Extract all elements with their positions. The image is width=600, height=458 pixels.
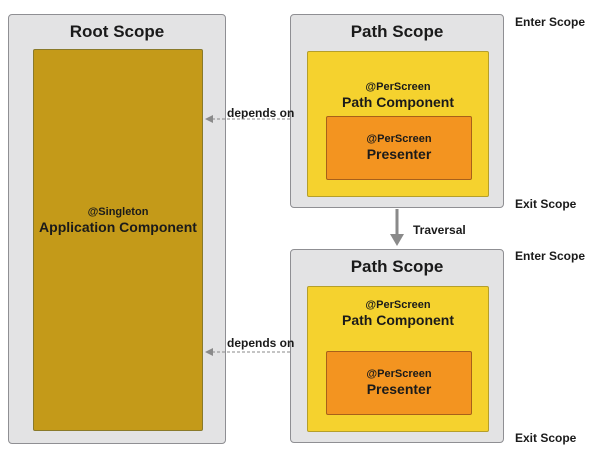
enter-scope-label-2: Enter Scope (515, 249, 586, 263)
path-component-2-annotation: @PerScreen (365, 299, 431, 311)
path-scope-1: Path Scope @PerScreen Path Component @Pe… (290, 14, 504, 208)
path-scope-2-title: Path Scope (350, 257, 444, 276)
application-component: @Singleton Application Component (33, 49, 203, 431)
root-scope: Root Scope @Singleton Application Compon… (8, 14, 226, 444)
presenter-2: @PerScreen Presenter (326, 351, 472, 415)
traversal-arrow (390, 209, 404, 246)
enter-scope-label-1: Enter Scope (515, 15, 586, 29)
depends-on-label-1: depends on (227, 106, 295, 120)
presenter-1-annotation: @PerScreen (366, 133, 432, 145)
application-component-annotation: @Singleton (87, 206, 149, 218)
exit-scope-label-2: Exit Scope (515, 431, 577, 445)
depends-on-arrow-2 (205, 348, 290, 356)
path-component-2-name: Path Component (342, 312, 454, 328)
application-component-name: Application Component (39, 219, 197, 235)
presenter-2-annotation: @PerScreen (366, 368, 432, 380)
path-component-1: @PerScreen Path Component @PerScreen Pre… (307, 51, 489, 197)
exit-scope-label-1: Exit Scope (515, 197, 577, 211)
path-component-1-annotation: @PerScreen (365, 81, 431, 93)
depends-on-arrow-1 (205, 115, 290, 123)
depends-on-label-2: depends on (227, 336, 295, 350)
root-scope-title: Root Scope (69, 22, 165, 41)
path-scope-2: Path Scope @PerScreen Path Component @Pe… (290, 249, 504, 443)
presenter-1-name: Presenter (366, 146, 432, 162)
traversal-label: Traversal (413, 223, 466, 237)
path-scope-1-title: Path Scope (350, 22, 444, 41)
path-component-2: @PerScreen Path Component @PerScreen Pre… (307, 286, 489, 432)
presenter-2-name: Presenter (366, 381, 432, 397)
presenter-1: @PerScreen Presenter (326, 116, 472, 180)
path-component-1-name: Path Component (342, 94, 454, 110)
